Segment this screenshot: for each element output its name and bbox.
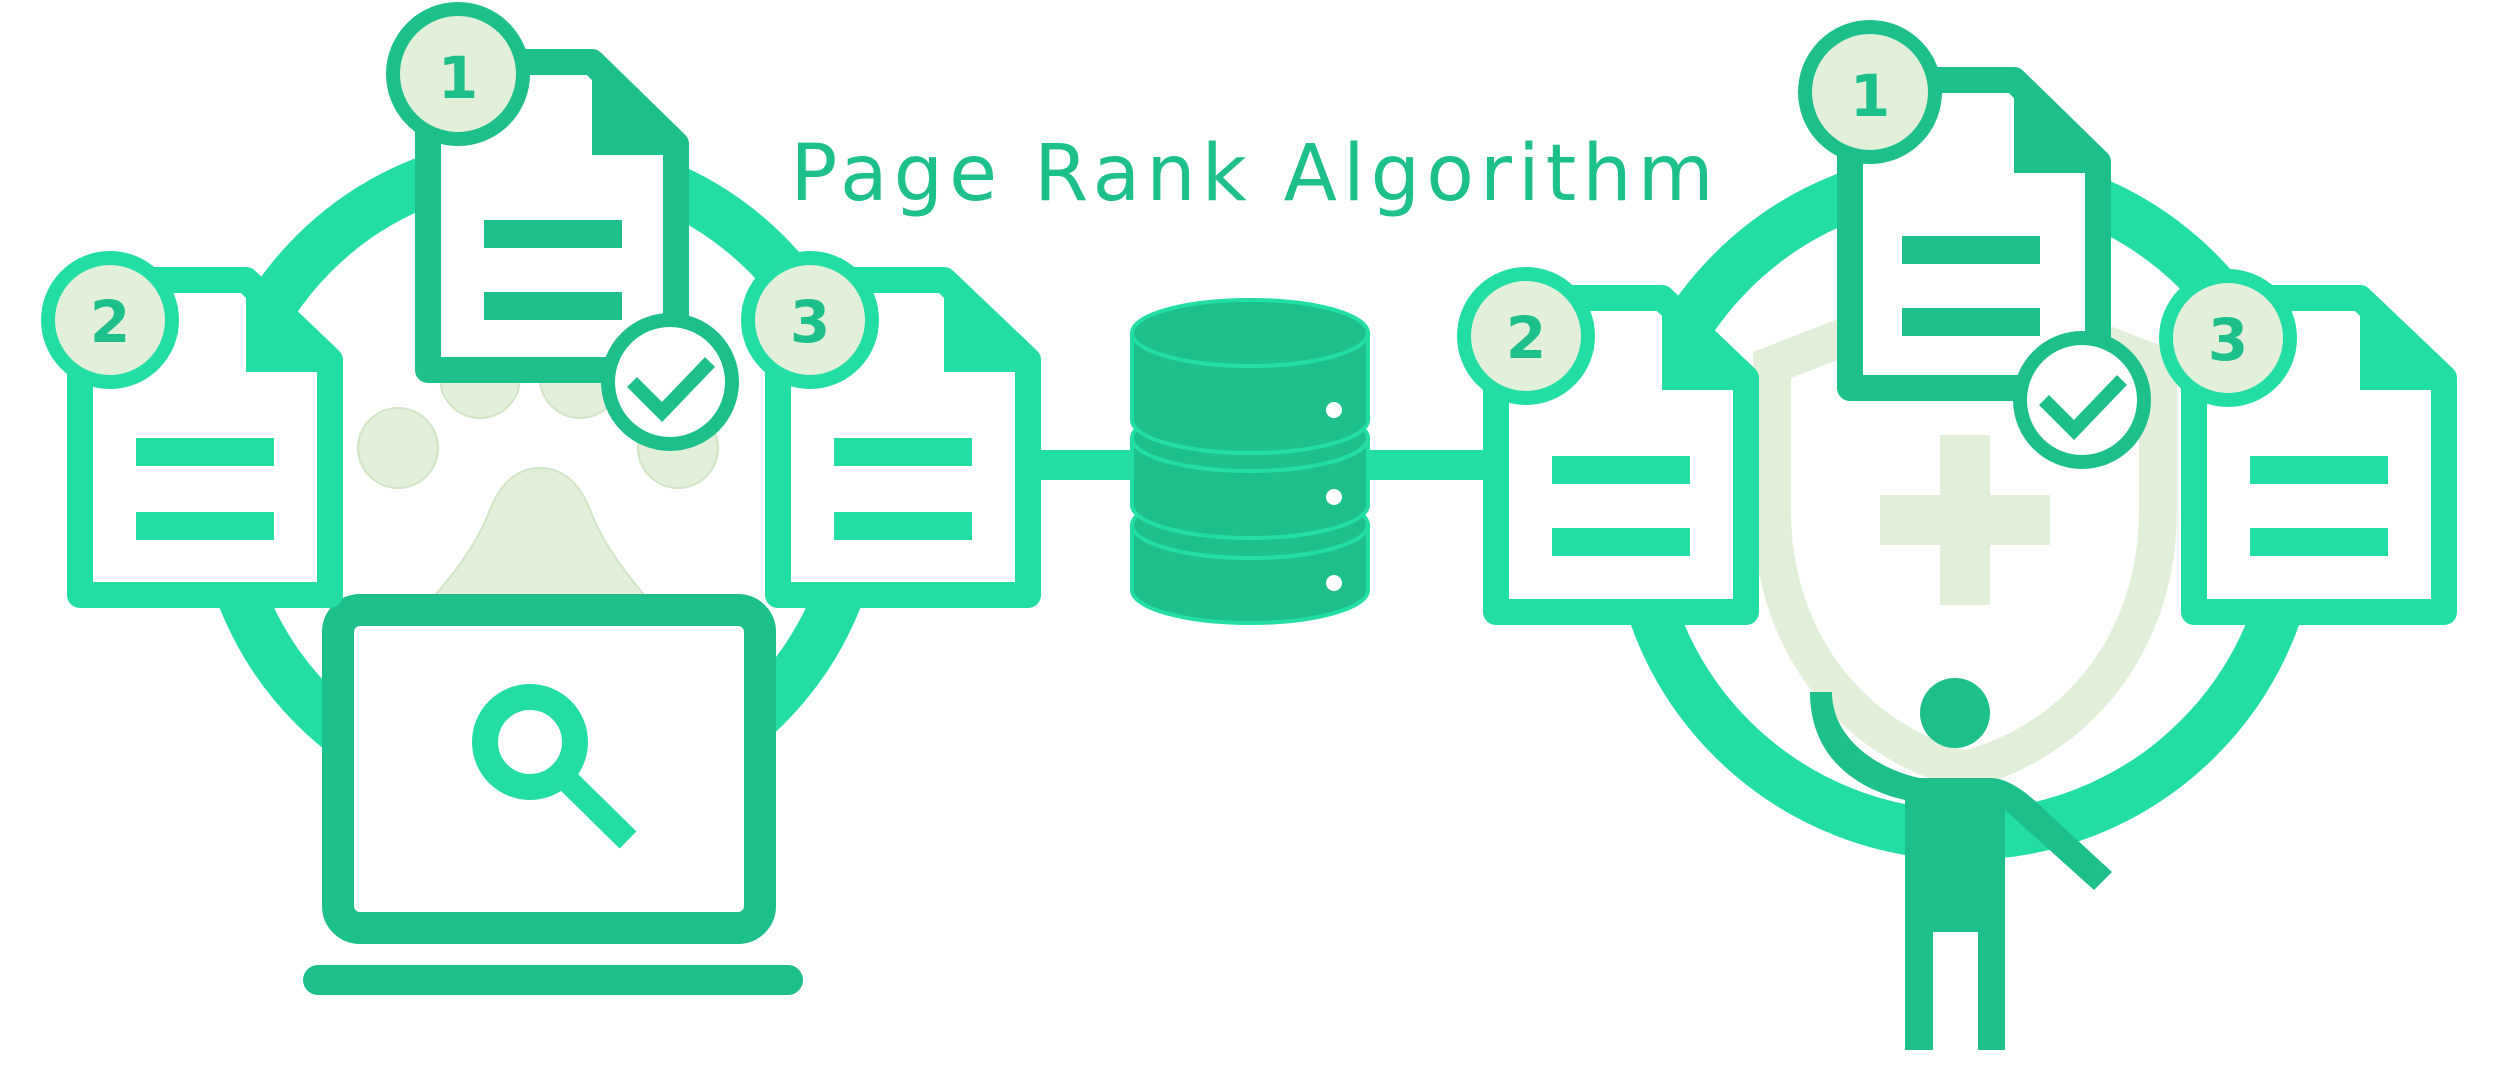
right-page-1-rank: 1: [1850, 62, 1890, 130]
database-disk-top: [1130, 298, 1370, 455]
person-icon: [1810, 678, 2112, 1050]
checkmark-icon: [601, 313, 739, 451]
shield-plus-icon: [1753, 269, 2177, 790]
right-page-1-document-icon: 1: [1798, 20, 2151, 469]
laptop-icon: [303, 594, 803, 995]
connectors: [1028, 450, 1483, 480]
database-icon: [1130, 298, 1370, 625]
left-page-1-rank: 1: [438, 44, 478, 112]
right-page-3-document-icon: 3: [2159, 269, 2457, 625]
page-title: Page Rank Algorithm: [790, 129, 1719, 219]
magnifier-icon: [472, 684, 637, 849]
left-page-2-document-icon: 2: [41, 251, 343, 608]
right-page-3-rank: 3: [2208, 306, 2248, 374]
left-page-3-document-icon: 3: [741, 251, 1041, 608]
checkmark-icon: [2013, 331, 2151, 469]
left-page-2-rank: 2: [90, 288, 130, 356]
right-page-2-document-icon: 2: [1457, 267, 1759, 625]
right-page-2-rank: 2: [1506, 304, 1546, 372]
left-page-1-document-icon: 1: [386, 2, 739, 451]
left-page-3-rank: 3: [790, 288, 830, 356]
left-cluster: 2 3 1: [41, 2, 1041, 995]
right-cluster: 2 3 1: [1457, 20, 2457, 1050]
